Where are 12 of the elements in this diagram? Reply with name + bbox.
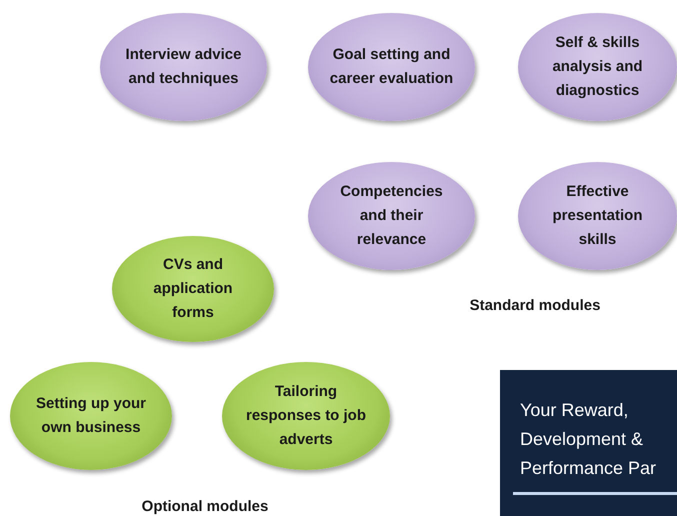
group-label: Optional modules: [140, 497, 270, 516]
panel-title: Your Reward, Development & Performance Par: [520, 399, 658, 480]
module-label: Competencies and their relevance: [339, 182, 444, 250]
module-label: Effective presentation skills: [551, 182, 644, 250]
group-label: Standard modules: [468, 296, 602, 316]
module-label: CVs and application forms: [152, 255, 234, 323]
module-label: Tailoring responses to job adverts: [244, 382, 368, 450]
module-label: Setting up your own business: [35, 394, 147, 438]
module-label: Self & skills analysis and diagnostics: [551, 33, 644, 101]
module-label: Goal setting and career evaluation: [328, 45, 454, 89]
title-panel: [500, 370, 677, 516]
module-label: Interview advice and techniques: [124, 45, 242, 89]
